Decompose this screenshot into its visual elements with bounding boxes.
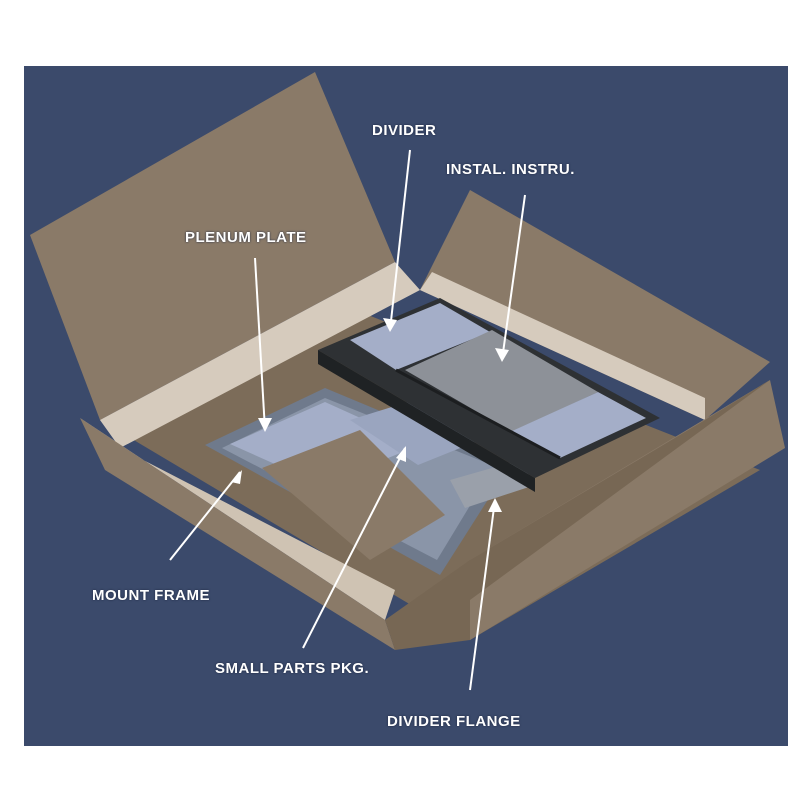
arrowhead-divider-flange <box>488 498 502 512</box>
arrow-small-parts-pkg <box>302 447 406 649</box>
arrow-divider <box>389 149 411 331</box>
arrowhead-mount-frame <box>231 470 242 484</box>
arrowhead-divider <box>383 318 397 332</box>
box-flap-back-right-inner <box>420 272 705 420</box>
box-front-bottom <box>385 560 470 650</box>
box-flap-back-left <box>30 72 395 420</box>
label-small-parts-pkg: SMALL PARTS PKG. <box>215 660 370 677</box>
label-divider-flange: DIVIDER FLANGE <box>387 713 521 730</box>
box-flap-back-right <box>420 190 770 420</box>
divider-plate-left <box>350 303 490 370</box>
label-mount-frame: MOUNT FRAME <box>92 587 210 604</box>
box-front-right-flap <box>470 380 785 640</box>
divider-seam <box>395 368 561 460</box>
box-left-wall <box>80 418 395 620</box>
label-instal-instru: INSTAL. INSTRU. <box>446 161 575 178</box>
box-front-flap <box>80 418 395 650</box>
arrow-divider-flange <box>469 499 496 691</box>
box-front-right-shade <box>470 380 770 600</box>
arrowhead-plenum-plate <box>258 418 272 432</box>
arrowhead-instal-instru <box>495 348 509 362</box>
installation-instructions-sheet <box>405 330 598 432</box>
label-plenum-plate: PLENUM PLATE <box>185 229 307 246</box>
label-divider: DIVIDER <box>372 122 437 139</box>
divider-plate-right <box>510 392 646 458</box>
arrow-plenum-plate <box>254 257 266 431</box>
arrowhead-small-parts-pkg <box>396 446 406 462</box>
arrow-instal-instru <box>501 194 526 361</box>
arrow-mount-frame <box>169 471 241 561</box>
divider-panel-front <box>318 350 535 492</box>
frame-interior <box>262 430 445 560</box>
